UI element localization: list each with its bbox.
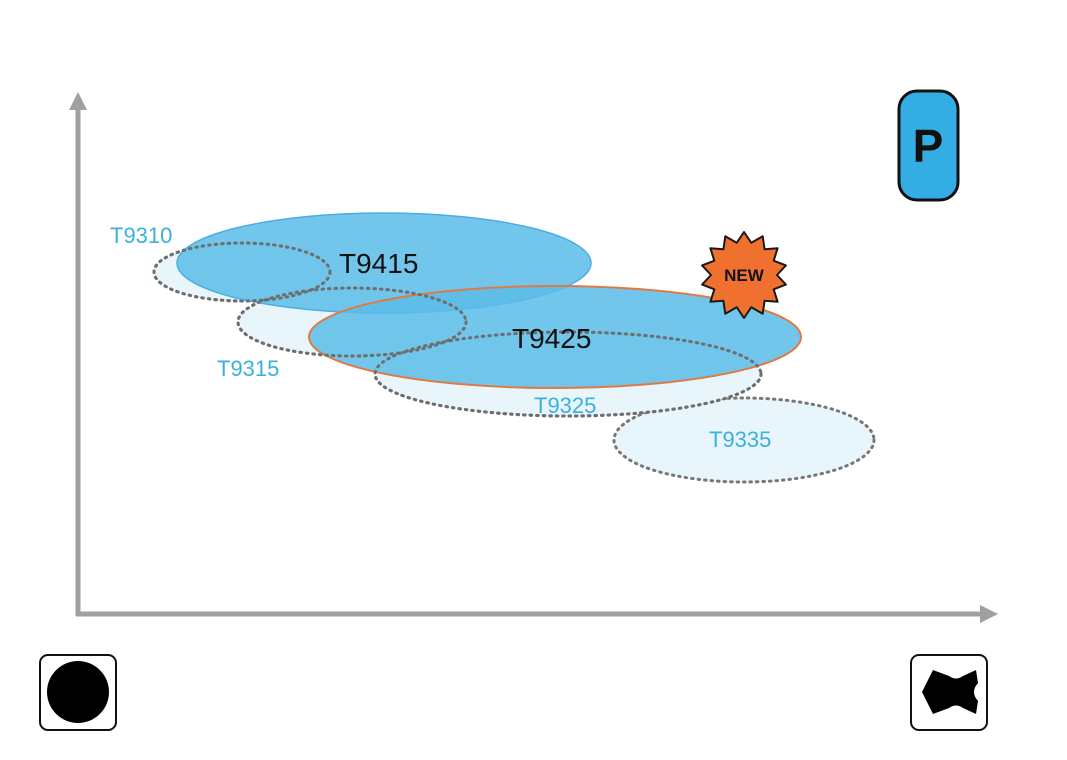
label-t9335: T9335 (709, 427, 771, 452)
iso-p-letter: P (913, 120, 944, 172)
solid-circle-icon (39, 654, 117, 731)
x-axis-arrow-icon (980, 605, 998, 623)
y-axis-arrow-icon (69, 92, 87, 110)
axes (69, 92, 998, 623)
interrupted-cut-icon-shape (922, 670, 978, 714)
label-t9415: T9415 (339, 248, 418, 279)
ellipse-t9335 (612, 396, 876, 484)
outline-t9310 (152, 241, 332, 303)
new-badge-label: NEW (724, 266, 765, 285)
interrupted-cut-icon (910, 654, 988, 731)
label-t9325: T9325 (534, 393, 596, 418)
iso-group-badge: P (897, 89, 960, 202)
iso-p-badge-background (897, 89, 960, 202)
label-t9425: T9425 (512, 323, 591, 354)
label-t9310: T9310 (110, 223, 172, 248)
outline-t9325 (373, 330, 763, 418)
starburst-icon (701, 231, 787, 319)
outline-t9315 (236, 286, 468, 358)
new-badge: NEW (701, 231, 787, 319)
label-t9315: T9315 (217, 356, 279, 381)
solid-circle-icon-shape (47, 661, 109, 723)
ellipse-t9425 (308, 285, 802, 389)
